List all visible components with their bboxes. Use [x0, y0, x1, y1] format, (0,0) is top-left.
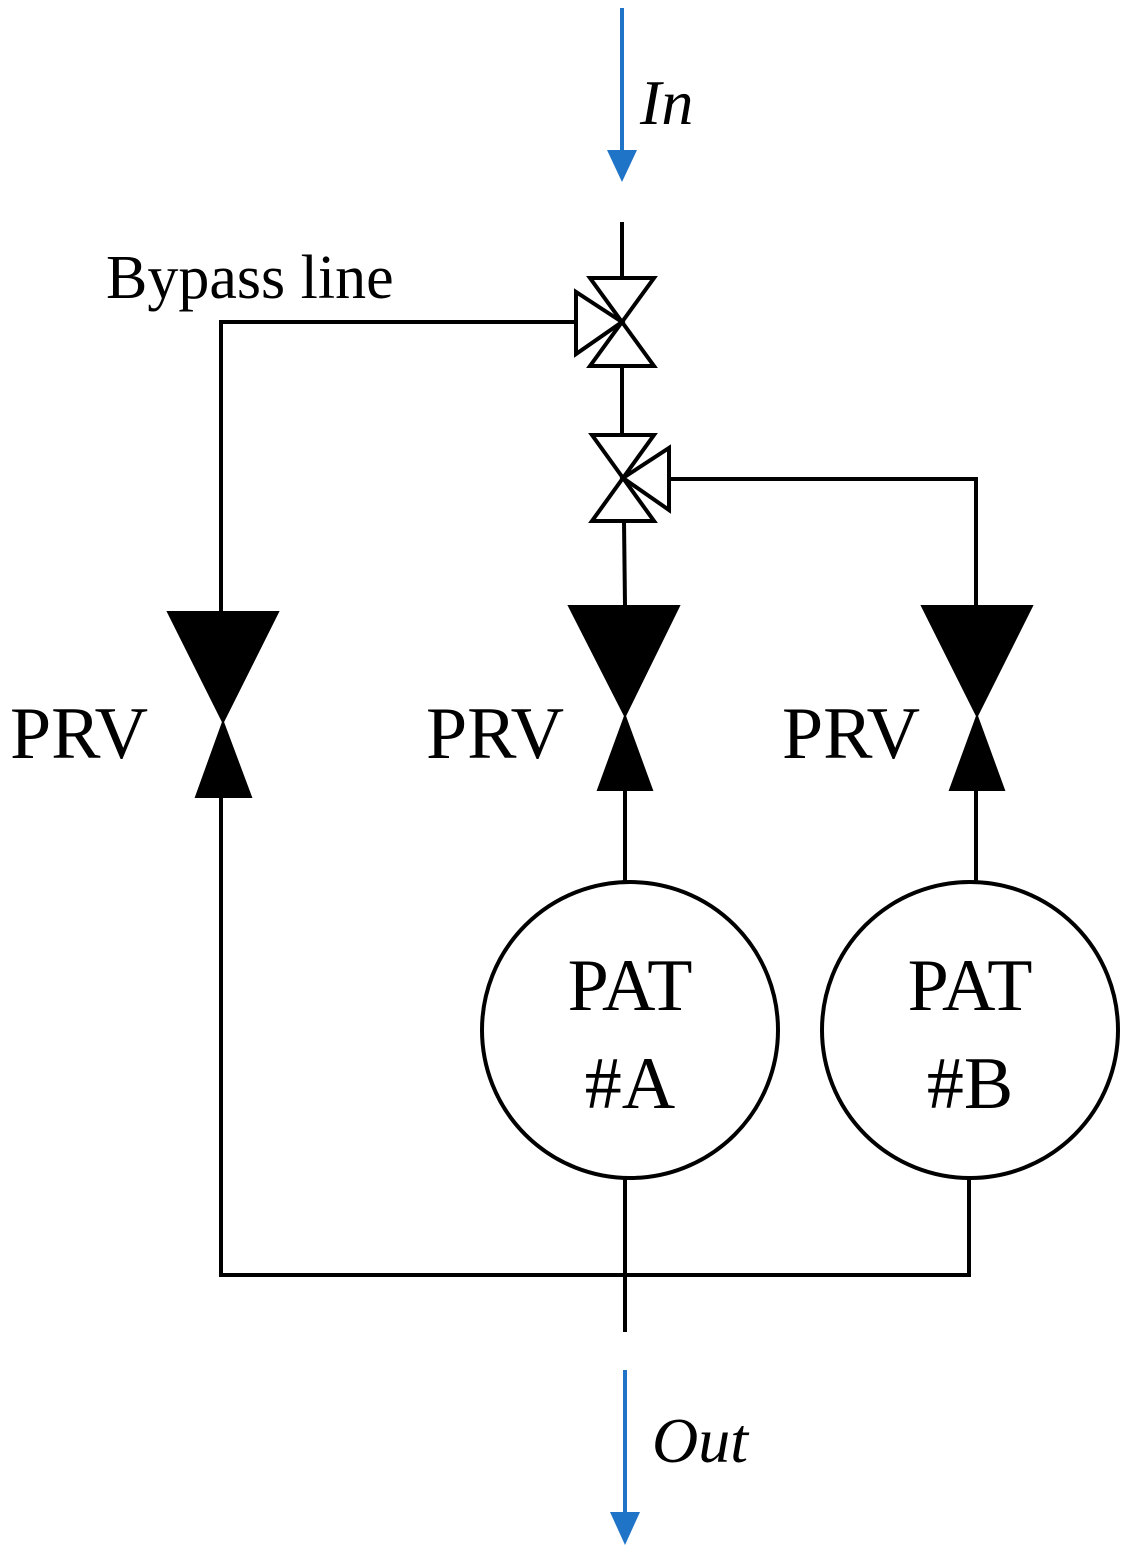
pat-a-turbine: PAT #A	[480, 880, 780, 1180]
pat-b-three-way-valve	[588, 433, 671, 523]
bypass-label: Bypass line	[106, 244, 394, 312]
bypass-three-way-valve	[574, 276, 658, 368]
inlet-flow-arrow	[607, 8, 637, 182]
bypass-prv-label: PRV	[10, 693, 148, 775]
pat-b-prv-label: PRV	[782, 693, 920, 775]
pat-a-prv-valve	[567, 605, 681, 791]
pat-b-inlet-pipe	[669, 477, 978, 606]
pat-b-label-line2: #B	[927, 1043, 1013, 1125]
outlet-flow-arrow	[610, 1370, 640, 1545]
pat-b-label-line1: PAT	[908, 945, 1033, 1027]
pat-a-label-line1: PAT	[568, 945, 693, 1027]
pat-b-turbine: PAT #B	[820, 880, 1120, 1180]
pat-a-label-line2: #A	[585, 1043, 675, 1125]
pat-a-inlet-pipe	[622, 520, 627, 607]
bypass-prv-valve	[166, 611, 280, 798]
bypass-pipe	[219, 320, 576, 612]
inlet-label: In	[639, 67, 693, 138]
outlet-label: Out	[652, 1405, 750, 1476]
pat-a-prv-label: PRV	[426, 693, 564, 775]
pat-b-prv-valve	[920, 605, 1034, 791]
